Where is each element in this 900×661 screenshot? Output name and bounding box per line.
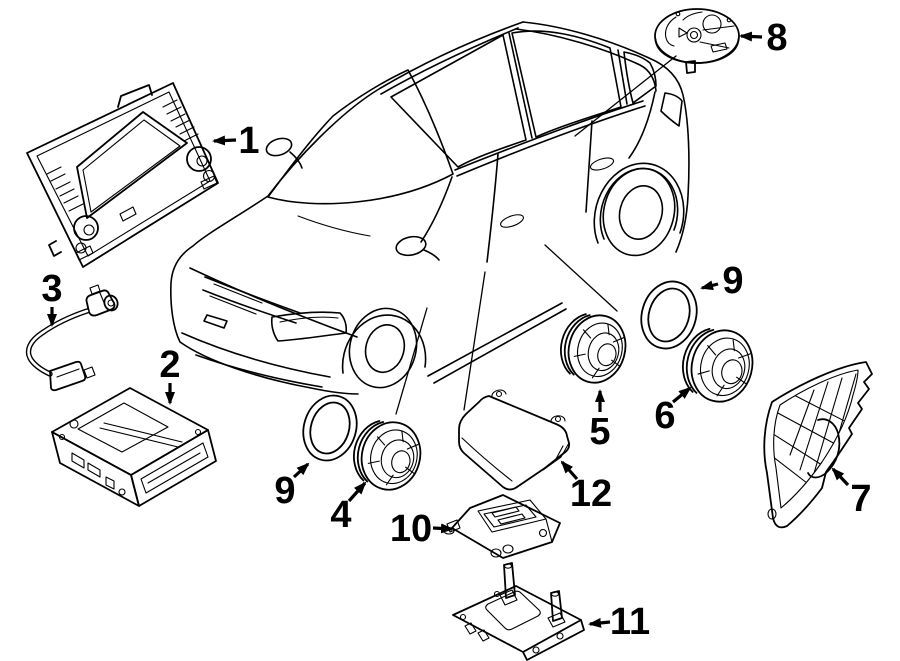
callout-number: 2 bbox=[159, 344, 180, 386]
callout-number: 9 bbox=[274, 470, 295, 512]
amplifier-cover-illustration bbox=[458, 389, 571, 491]
callout-1: 1 bbox=[212, 120, 260, 162]
callout-arrow bbox=[588, 617, 611, 628]
speaker-trim-ring-rear-illustration bbox=[640, 280, 698, 350]
rear-door-handle bbox=[589, 157, 615, 171]
windshield bbox=[267, 69, 454, 205]
callout-arrow bbox=[831, 467, 850, 487]
cable-plug bbox=[49, 360, 87, 392]
callout-9-front: 9 bbox=[274, 462, 310, 512]
callout-4: 4 bbox=[330, 481, 367, 536]
callout-8: 8 bbox=[739, 17, 788, 59]
quarter-window bbox=[623, 51, 657, 104]
rear-door-speaker-illustration bbox=[560, 313, 627, 384]
callouts: 1 2 3 4 5 6 7 8 bbox=[41, 17, 871, 643]
callout-arrow bbox=[432, 523, 454, 534]
right-buttons bbox=[162, 99, 199, 142]
callout-5: 5 bbox=[589, 389, 611, 453]
left-buttons bbox=[46, 166, 84, 212]
front-door-window bbox=[390, 34, 527, 168]
callout-arrow bbox=[292, 462, 310, 479]
callout-number: 11 bbox=[610, 601, 650, 643]
left-mirror bbox=[265, 137, 303, 169]
left-knob bbox=[73, 215, 99, 241]
antenna-cable-illustration bbox=[25, 284, 119, 392]
callout-number: 8 bbox=[766, 17, 787, 59]
front-wheel bbox=[348, 307, 418, 389]
callout-arrow bbox=[739, 31, 763, 42]
callout-2: 2 bbox=[159, 344, 181, 405]
callout-3: 3 bbox=[41, 268, 63, 327]
callout-arrow bbox=[347, 481, 367, 503]
right-mirror bbox=[395, 235, 440, 261]
callout-number: 4 bbox=[330, 494, 351, 536]
callout-10: 10 bbox=[390, 508, 454, 550]
callout-arrow bbox=[671, 386, 692, 404]
leader-lines bbox=[395, 55, 677, 415]
callout-arrow bbox=[212, 135, 237, 146]
screen bbox=[76, 111, 188, 219]
callout-number: 1 bbox=[238, 120, 259, 162]
front-door-speaker-illustration bbox=[353, 420, 422, 491]
callout-12: 12 bbox=[560, 460, 612, 515]
callout-number: 3 bbox=[41, 268, 62, 310]
callout-9-rear: 9 bbox=[700, 260, 744, 302]
roof-antenna-illustration bbox=[654, 8, 740, 74]
callout-arrow bbox=[560, 460, 579, 481]
callout-7: 7 bbox=[831, 467, 872, 520]
car-body-illustration bbox=[170, 21, 690, 395]
callout-number: 9 bbox=[722, 260, 743, 302]
headlight bbox=[270, 311, 348, 342]
speaker-trim-ring-front-illustration bbox=[302, 394, 358, 462]
callout-6: 6 bbox=[654, 386, 692, 437]
callout-arrow bbox=[700, 280, 719, 291]
callout-number: 10 bbox=[390, 508, 432, 550]
callout-11: 11 bbox=[588, 601, 650, 643]
rear-speaker-illustration bbox=[682, 327, 754, 403]
mounting-bracket-illustration bbox=[452, 562, 585, 661]
radio-head-unit-illustration bbox=[26, 82, 219, 268]
callout-number: 5 bbox=[589, 411, 610, 453]
taillight bbox=[660, 92, 683, 127]
callout-number: 7 bbox=[850, 478, 871, 520]
grille-lattice bbox=[773, 371, 858, 491]
rear-wheel bbox=[602, 167, 676, 257]
front-door-handle bbox=[500, 214, 524, 228]
right-knob bbox=[186, 146, 212, 172]
rear-door-window bbox=[511, 30, 622, 138]
grille bbox=[204, 276, 301, 314]
callout-number: 6 bbox=[654, 395, 675, 437]
disc-slot bbox=[140, 442, 209, 494]
callout-number: 12 bbox=[570, 473, 612, 515]
control-module-illustration bbox=[443, 494, 561, 559]
amplifier-box-illustration bbox=[51, 387, 217, 507]
